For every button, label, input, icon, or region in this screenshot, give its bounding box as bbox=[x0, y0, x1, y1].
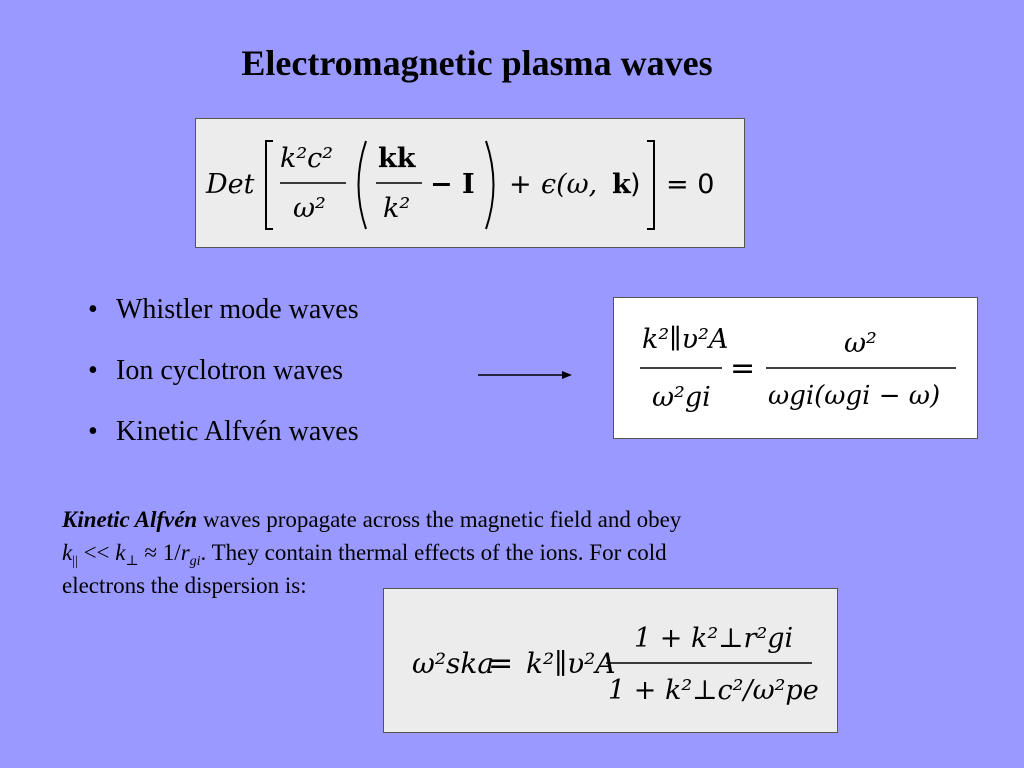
ion-cyclotron-equation: k²∥υ²A ω²gi = ω² ωgi(ωgi − ω) bbox=[640, 324, 956, 413]
kk-term: kk bbox=[378, 143, 417, 174]
dispersion-equation-box: Det k²c² ω² kk k² − I + ϵ(ω, k ) = 0 bbox=[195, 118, 745, 248]
right-arrow-icon bbox=[478, 371, 572, 379]
text-run: . They contain thermal effects of the io… bbox=[200, 540, 667, 565]
lhs-omega-ska: ω²ska bbox=[412, 647, 494, 680]
text-run: << bbox=[77, 540, 116, 565]
k2c2-term: k²c² bbox=[280, 143, 333, 174]
equals-sign: = bbox=[730, 351, 755, 386]
epsilon-term: ϵ(ω, bbox=[541, 169, 597, 200]
right-bracket bbox=[647, 140, 655, 230]
equals-zero: = 0 bbox=[666, 169, 714, 200]
close-paren: ) bbox=[630, 169, 641, 200]
bullet-text: Ion cyclotron waves bbox=[116, 355, 344, 386]
lhs-denominator: ω²gi bbox=[652, 382, 711, 413]
dispersion-equation: Det k²c² ω² kk k² − I + ϵ(ω, k ) = 0 bbox=[205, 140, 714, 230]
plus-sign: + bbox=[509, 169, 532, 200]
minus-identity: − I bbox=[430, 169, 475, 200]
wave-type-list: Whistler mode waves Ion cyclotron waves … bbox=[88, 288, 359, 471]
list-item: Ion cyclotron waves bbox=[88, 349, 359, 410]
omega2-term: ω² bbox=[293, 193, 326, 224]
perp-subscript: ⊥ bbox=[125, 554, 139, 569]
r-symbol: r bbox=[180, 540, 190, 565]
slide-title: Electromagnetic plasma waves bbox=[241, 43, 713, 83]
k-symbol: k bbox=[62, 540, 73, 565]
list-item: Kinetic Alfvén waves bbox=[88, 410, 359, 471]
kaw-dispersion-equation-box: ω²ska = k²∥υ²A 1 + k²⊥r²gi 1 + k²⊥c²/ω²p… bbox=[383, 588, 838, 733]
parallel-subscript: || bbox=[72, 554, 78, 569]
left-paren bbox=[357, 140, 367, 230]
gi-subscript: gi bbox=[189, 554, 201, 569]
rhs-numerator: ω² bbox=[844, 328, 877, 359]
bullet-text: Kinetic Alfvén waves bbox=[116, 416, 359, 447]
left-bracket bbox=[265, 140, 273, 230]
text-run: electrons the dispersion is: bbox=[62, 573, 307, 598]
k2-term: k² bbox=[383, 193, 410, 224]
equals-sign: = bbox=[488, 646, 513, 681]
det-label: Det bbox=[205, 169, 255, 200]
keyword: Kinetic Alfvén bbox=[62, 507, 198, 532]
right-paren bbox=[485, 140, 495, 230]
lhs-numerator: k²∥υ²A bbox=[642, 324, 728, 355]
bullet-text: Whistler mode waves bbox=[116, 294, 359, 325]
k-vector: k bbox=[612, 169, 632, 200]
ion-cyclotron-equation-box: k²∥υ²A ω²gi = ω² ωgi(ωgi − ω) bbox=[613, 297, 978, 439]
text-run: waves propagate across the magnetic fiel… bbox=[197, 507, 682, 532]
rhs-denominator: ωgi(ωgi − ω) bbox=[768, 381, 940, 411]
denominator: 1 + k²⊥c²/ω²pe bbox=[608, 675, 819, 706]
text-run: ≈ 1/ bbox=[138, 540, 181, 565]
list-item: Whistler mode waves bbox=[88, 288, 359, 349]
k-symbol: k bbox=[115, 540, 126, 565]
kaw-dispersion-equation: ω²ska = k²∥υ²A 1 + k²⊥r²gi 1 + k²⊥c²/ω²p… bbox=[412, 623, 819, 706]
kinetic-alfven-description: Kinetic Alfvén waves propagate across th… bbox=[62, 503, 852, 602]
numerator: 1 + k²⊥r²gi bbox=[634, 623, 793, 654]
coefficient: k²∥υ²A bbox=[526, 647, 616, 680]
